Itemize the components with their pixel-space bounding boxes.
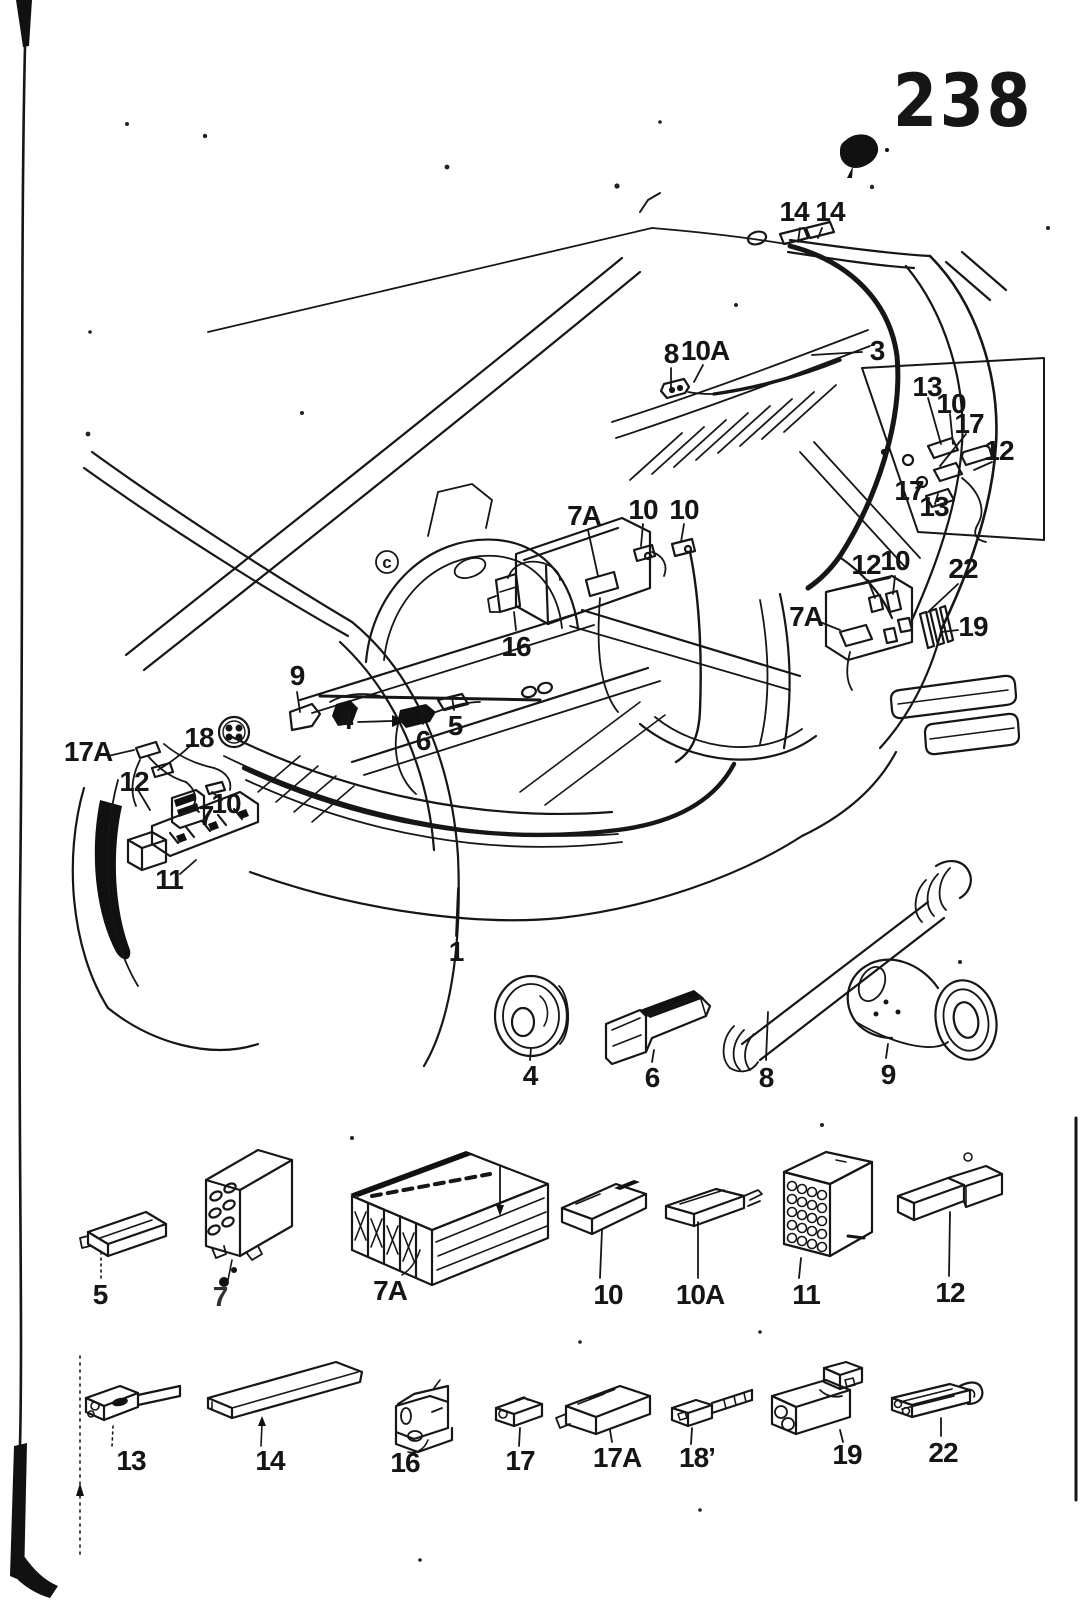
part-holder-16 <box>394 1379 454 1454</box>
callout-9: 9 <box>289 660 306 691</box>
page-binding-edge <box>10 0 1078 1598</box>
inset-callout-13-upper: 13 <box>912 371 942 402</box>
callout-roof-clips-14-14: 14 14 <box>779 196 845 227</box>
part-label-13: 13 <box>116 1445 146 1476</box>
marker-c: c <box>382 553 392 572</box>
part-label-22: 22 <box>928 1437 958 1468</box>
callout-8: 8 <box>663 338 680 369</box>
part-label-4: 4 <box>522 1060 539 1091</box>
leader-lines <box>107 227 993 937</box>
callout-7a-seatback: 7A <box>567 500 602 531</box>
part-label-10a: 10A <box>675 1279 725 1310</box>
callout-10a: 10A <box>680 335 730 366</box>
inset-detail-box <box>799 357 1045 569</box>
print-speckles <box>85 120 1050 1562</box>
part-label-10: 10 <box>593 1279 623 1310</box>
front-fusebox-cluster <box>126 715 260 872</box>
callout-22: 22 <box>948 553 978 584</box>
page-number: 238 <box>893 57 1034 144</box>
callout-1-main-harness: 1 <box>448 936 465 967</box>
part-multi-pin-housing-11 <box>782 1150 874 1279</box>
part-label-9: 9 <box>880 1059 897 1090</box>
part-connector-10 <box>560 1180 648 1279</box>
part-label-6: 6 <box>644 1062 661 1093</box>
part-connector-22 <box>890 1381 984 1437</box>
part-label-7a: 7A <box>373 1275 408 1306</box>
callout-7: 7 <box>198 800 215 831</box>
floor-harness <box>241 681 737 848</box>
callout-4: 4 <box>337 704 354 735</box>
callout-18: 18 <box>184 722 214 753</box>
callout-10-front: 10 <box>211 788 241 819</box>
inset-callout-17-lower: 17 <box>894 475 924 506</box>
part-connector-6 <box>604 990 712 1066</box>
part-sleeve-12 <box>896 1152 1004 1277</box>
callout-11: 11 <box>155 864 184 895</box>
callout-10-right: 10 <box>669 494 699 525</box>
part-grommet-4 <box>493 974 570 1061</box>
inset-callout-13-lower: 13 <box>919 491 949 522</box>
callout-12-rear: 12 <box>851 549 881 580</box>
fold-mark <box>76 1355 84 1557</box>
callout-6: 6 <box>415 725 432 756</box>
callout-19: 19 <box>958 611 988 642</box>
part-channel-14 <box>206 1360 364 1447</box>
part-connector-17a <box>555 1384 652 1443</box>
callout-3: 3 <box>869 335 886 366</box>
part-label-14: 14 <box>255 1445 285 1476</box>
part-connector-5 <box>79 1210 168 1279</box>
seatback-connectors <box>487 537 702 764</box>
part-label-17a: 17A <box>592 1442 642 1473</box>
part-connector-19 <box>770 1360 864 1443</box>
callout-7a-rear: 7A <box>789 601 824 632</box>
part-label-16: 16 <box>390 1447 420 1478</box>
inset-callout-17-upper: 17 <box>954 408 984 439</box>
part-label-12: 12 <box>935 1277 965 1308</box>
inset-callout-12: 12 <box>984 435 1014 466</box>
part-plug-18 <box>670 1388 754 1445</box>
ink-blot <box>839 134 889 178</box>
part-connector-10a <box>664 1187 763 1279</box>
part-label-17: 17 <box>505 1445 535 1476</box>
part-conduit-8 <box>722 860 972 1073</box>
part-connector-13 <box>84 1384 182 1447</box>
rear-panel-connector-block <box>824 574 955 691</box>
inset-callout-10: 10 <box>936 388 966 419</box>
part-label-18: 18’ <box>679 1442 716 1473</box>
tailgate-harness <box>659 220 901 591</box>
callout-12-front: 12 <box>119 766 149 797</box>
callout-16: 16 <box>501 631 531 662</box>
part-label-8: 8 <box>758 1062 775 1093</box>
part-label-19: 19 <box>832 1439 862 1470</box>
callout-10-left: 10 <box>628 494 658 525</box>
part-connector-strip-7a <box>350 1151 550 1287</box>
callout-5: 5 <box>447 710 464 741</box>
part-connector-17 <box>494 1396 544 1447</box>
callout-17a: 17A <box>63 736 113 767</box>
part-elbow-grommet-9 <box>846 958 998 1061</box>
car-body-linework <box>71 192 1021 1068</box>
part-label-11: 11 <box>792 1279 821 1310</box>
part-label-7: 7 <box>212 1281 229 1312</box>
callout-10-rear: 10 <box>880 545 910 576</box>
part-label-5: 5 <box>92 1279 109 1310</box>
part-connector-7 <box>204 1148 294 1287</box>
